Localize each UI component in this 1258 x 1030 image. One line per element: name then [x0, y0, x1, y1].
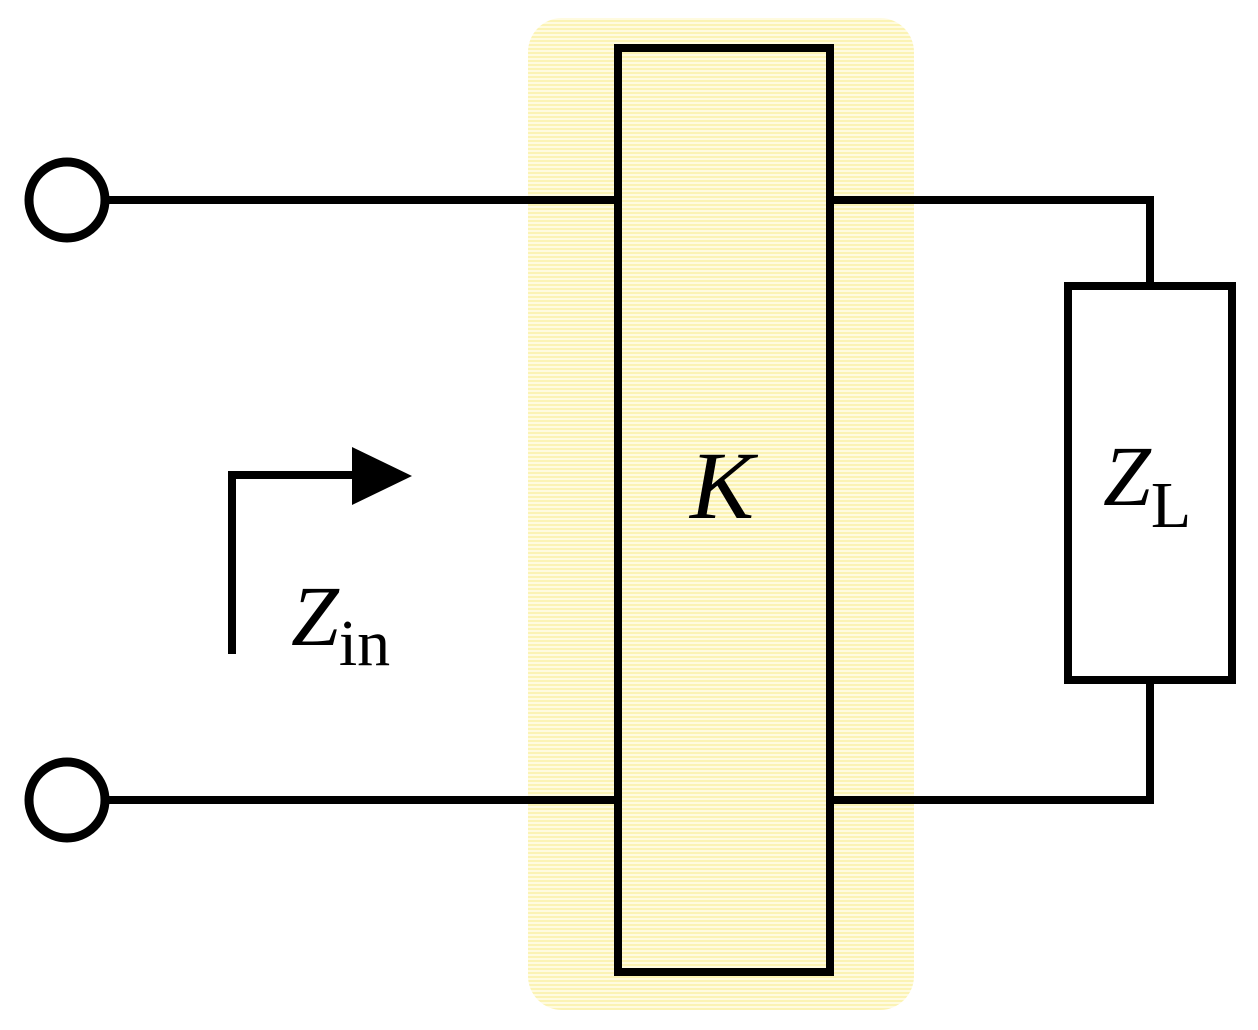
load-impedance-label: ZL: [1103, 428, 1191, 542]
input-impedance-label: Zin: [291, 568, 390, 680]
input-subscript: in: [339, 607, 390, 680]
inverter-label: K: [688, 432, 759, 539]
input-impedance-arrowhead: [352, 447, 412, 505]
input-terminal-bottom: [24, 757, 110, 843]
inverter-block: [614, 44, 834, 976]
wire-top-output: [826, 196, 1154, 290]
wire-bottom-output: [826, 676, 1154, 804]
load-subscript: L: [1151, 469, 1191, 542]
input-impedance-arrow-shaft: [228, 471, 356, 654]
input-terminal-top: [24, 157, 110, 243]
input-z-symbol: Z: [291, 568, 340, 664]
load-z-symbol: Z: [1103, 428, 1152, 524]
inverter-highlight: [528, 18, 914, 1010]
load-impedance-box: [1064, 282, 1236, 684]
